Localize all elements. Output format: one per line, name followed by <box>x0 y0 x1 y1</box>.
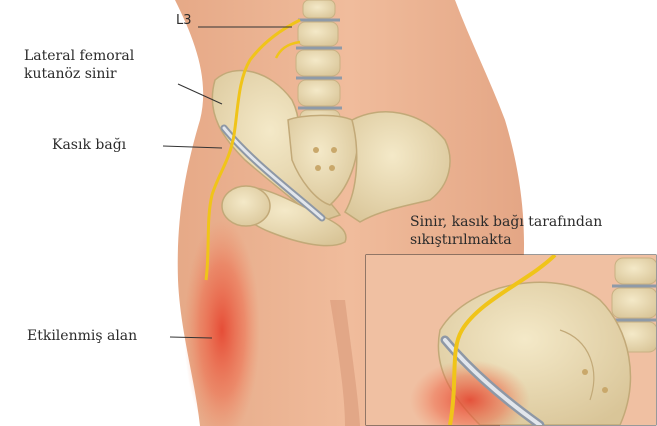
label-etkilenmis-alan: Etkilenmiş alan <box>27 328 137 345</box>
inset-zoom-panel <box>366 255 657 426</box>
inset-caption-line1: Sinir, kasık bağı tarafından <box>410 214 602 231</box>
label-lateral-femoral-line2: kutanöz sinir <box>24 66 117 83</box>
inset-caption-line2: sıkıştırılmakta <box>410 232 512 249</box>
label-l3: L3 <box>176 13 192 28</box>
label-lateral-femoral-line1: Lateral femoral <box>24 48 134 65</box>
label-kasik-bagi: Kasık bağı <box>52 137 126 154</box>
